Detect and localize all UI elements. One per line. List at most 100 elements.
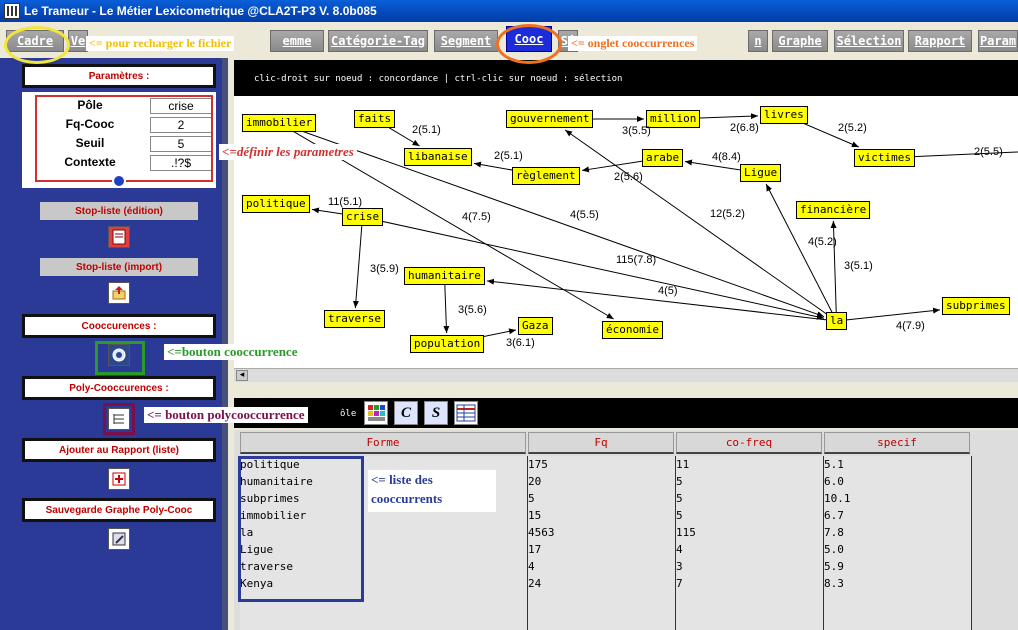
graph-edge (352, 216, 363, 309)
table-cell: 8.3 (824, 577, 844, 590)
graph-scrollbar[interactable]: ◂ (234, 368, 1018, 382)
annot-cooc-button: <=bouton cooccurrence (164, 344, 301, 360)
params-box: Pôle crise Fq-Cooc 2 Seuil 5 Contexte .!… (22, 92, 216, 188)
col-specif (824, 456, 972, 630)
annot-cooc-list: <= liste des cooccurrents (368, 470, 496, 512)
param-label-fqcooc: Fq-Cooc (65, 117, 115, 131)
tab-graphe[interactable]: Graphe (772, 30, 828, 52)
polycooc-title: Poly-Cooccurences : (22, 376, 216, 400)
stoplist-edit-icon[interactable] (108, 226, 130, 248)
table-cell: 6.0 (824, 475, 844, 488)
tab-lemme[interactable]: emme (270, 30, 324, 52)
seuil-input[interactable]: 5 (150, 136, 212, 152)
graph-node-humanitaire[interactable]: humanitaire (404, 267, 485, 285)
col-header-cofreq[interactable]: co-freq (676, 432, 822, 454)
graph-node-gaza[interactable]: Gaza (518, 317, 553, 335)
table-cell: 17 (528, 543, 542, 556)
graph-node-crise[interactable]: crise (342, 208, 384, 226)
graph-node-politique[interactable]: politique (242, 195, 310, 213)
cadre-highlight (4, 26, 70, 64)
color-grid-icon[interactable] (364, 401, 388, 425)
graph-node-subprimes[interactable]: subprimes (942, 297, 1010, 315)
table-cell: 5 (676, 475, 683, 488)
graph-edge-label: 3(5.5) (622, 125, 651, 137)
table-cell: 4563 (528, 526, 555, 539)
graph-node-population[interactable]: population (410, 335, 485, 353)
graph-edge-label: 3(5.6) (458, 304, 487, 316)
table-cell: 175 (528, 458, 548, 471)
table-cell: 5.9 (824, 560, 844, 573)
table-cell-forme[interactable]: traverse (240, 560, 293, 573)
table-cell: 11 (676, 458, 690, 471)
polycooc-button[interactable] (108, 408, 130, 430)
tab-segment[interactable]: Segment (434, 30, 498, 52)
tab-selection[interactable]: Sélection (834, 30, 904, 52)
pole-input[interactable]: crise (150, 98, 212, 114)
table-cell-forme[interactable]: subprimes (240, 492, 300, 505)
col-header-specif[interactable]: specif (824, 432, 970, 454)
table-cell: 5.0 (824, 543, 844, 556)
graph-edge-label: 4(8.4) (712, 151, 741, 163)
graph-edges (278, 113, 1018, 345)
graph-edge-label: 2(5.6) (614, 171, 643, 183)
table-cell: 20 (528, 475, 542, 488)
splitter[interactable] (234, 382, 1018, 400)
graph-node-la[interactable]: la (826, 312, 848, 330)
cooc-button[interactable] (108, 344, 130, 366)
graph-panel[interactable]: clic-droit sur noeud : concordance | ctr… (234, 60, 1018, 382)
s-icon[interactable]: S (424, 401, 448, 425)
table-cell-forme[interactable]: Kenya (240, 577, 274, 590)
graph-node-gouvernement[interactable]: gouvernement (506, 110, 594, 128)
graph-edge-label: 3(5.1) (844, 260, 873, 272)
graph-node-million[interactable]: million (646, 110, 701, 128)
col-header-fq[interactable]: Fq (528, 432, 674, 454)
table-cell: 5.1 (824, 458, 844, 471)
col-cofreq (676, 456, 824, 630)
app-icon (4, 3, 20, 19)
import-icon[interactable] (108, 282, 130, 304)
scroll-left-icon[interactable]: ◂ (236, 370, 248, 381)
graph-edge (443, 275, 450, 334)
graph-node-libanaise[interactable]: libanaise (404, 148, 472, 166)
graph-node-reglement[interactable]: règlement (512, 167, 580, 185)
col-header-forme[interactable]: Forme (240, 432, 526, 454)
table-cell-forme[interactable]: immobilier (240, 509, 307, 522)
stoplist-import-button[interactable]: Stop-liste (import) (40, 258, 198, 276)
tab-ve[interactable]: Ve (68, 30, 88, 52)
table-cell: 5 (676, 492, 683, 505)
table-cell: 115 (676, 526, 696, 539)
c-icon[interactable]: C (394, 401, 418, 425)
graph-node-victimes[interactable]: victimes (854, 149, 915, 167)
graph-node-ligue[interactable]: Ligue (740, 164, 782, 182)
tab-param[interactable]: Param (978, 30, 1018, 52)
graph-node-traverse[interactable]: traverse (324, 310, 385, 328)
graph-node-immobilier[interactable]: immobilier (242, 114, 317, 132)
graph-node-livres[interactable]: livres (760, 106, 808, 124)
save-graph-button[interactable] (108, 528, 130, 550)
graph-instructions: clic-droit sur noeud : concordance | ctr… (234, 60, 1018, 96)
graph-node-economie[interactable]: économie (602, 321, 663, 339)
table-cell: 5 (676, 509, 683, 522)
tab-categorie-tag[interactable]: Catégorie-Tag (328, 30, 428, 52)
col-fq (528, 456, 676, 630)
stoplist-edit-button[interactable]: Stop-liste (édition) (40, 202, 198, 220)
window-title: Le Trameur - Le Métier Lexicometrique @C… (24, 4, 377, 18)
contexte-input[interactable]: .!?$ (150, 155, 212, 171)
refresh-icon[interactable] (112, 174, 126, 188)
graph-node-faits[interactable]: faits (354, 110, 396, 128)
graph-node-financiere[interactable]: financière (796, 201, 871, 219)
table-cell-forme[interactable]: Ligue (240, 543, 274, 556)
graph-node-arabe[interactable]: arabe (642, 149, 684, 167)
table-cell-forme[interactable]: humanitaire (240, 475, 313, 488)
tab-n[interactable]: n (748, 30, 768, 52)
add-report-button[interactable] (108, 468, 130, 490)
table-cell-forme[interactable]: politique (240, 458, 300, 471)
table-icon[interactable] (454, 401, 478, 425)
table-cell: 7.8 (824, 526, 844, 539)
table-cell-forme[interactable]: la (240, 526, 254, 539)
tab-rapport[interactable]: Rapport (908, 30, 972, 52)
save-graph-title: Sauvegarde Graphe Poly-Cooc (22, 498, 216, 522)
graph-edge (836, 307, 941, 322)
graph-edge-label: 4(7.9) (896, 320, 925, 332)
